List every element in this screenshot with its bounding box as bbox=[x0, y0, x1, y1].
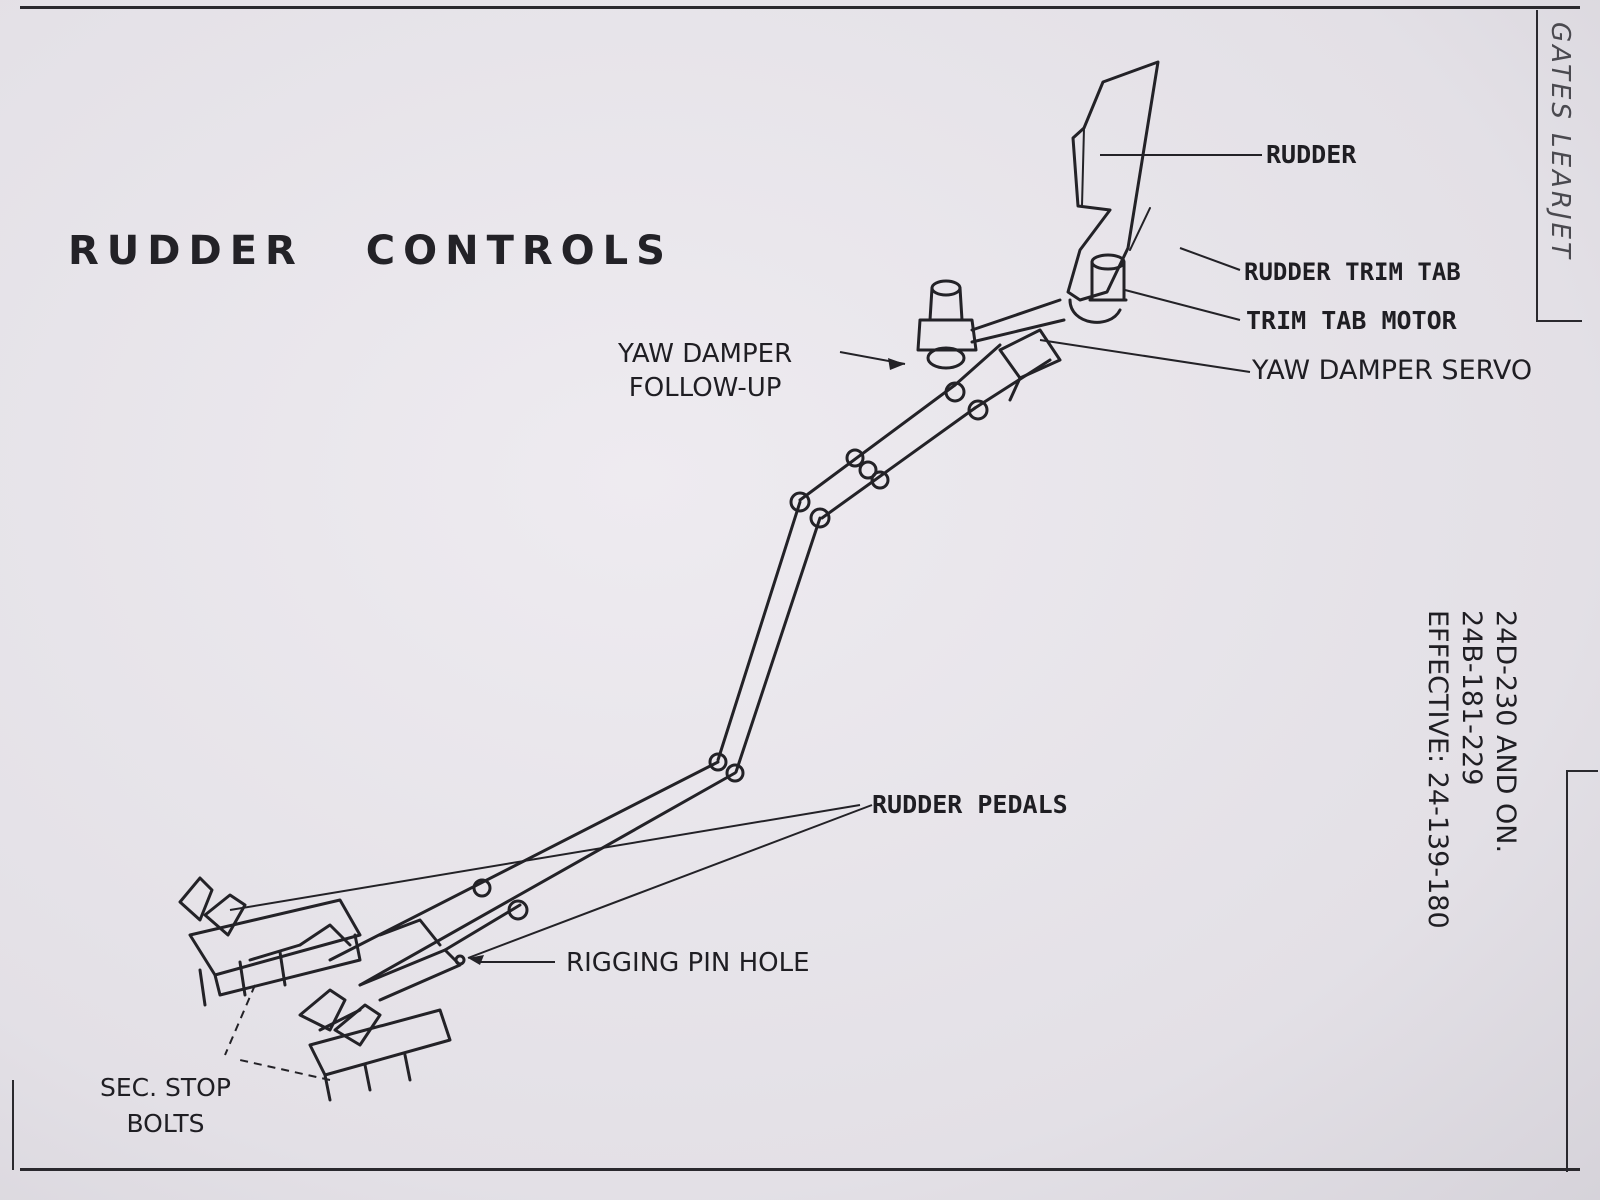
effectivity-first-range: 24-139-180 bbox=[1422, 771, 1453, 929]
label-rudder-pedals: RUDDER PEDALS bbox=[872, 790, 1068, 819]
label-yaw-damper-followup: YAW DAMPER FOLLOW-UP bbox=[618, 337, 792, 405]
label-yaw-damper-followup-line1: YAW DAMPER bbox=[618, 339, 793, 369]
leader-arrows bbox=[468, 358, 905, 965]
effectivity-line2: 24B-181-229 bbox=[1456, 610, 1487, 786]
cable-run-upper bbox=[789, 343, 1052, 529]
leader-lines bbox=[224, 154, 1262, 1081]
top-border bbox=[20, 6, 1580, 9]
rudder-surface bbox=[1066, 60, 1160, 302]
left-border bbox=[12, 1080, 14, 1170]
cable-run-vertical bbox=[708, 500, 822, 783]
label-rigging-pin-hole: RIGGING PIN HOLE bbox=[566, 948, 810, 978]
label-yaw-damper-followup-line2: FOLLOW-UP bbox=[628, 373, 782, 403]
label-trim-tab-motor: TRIM TAB MOTOR bbox=[1246, 306, 1457, 335]
effectivity-label: EFFECTIVE: bbox=[1422, 610, 1453, 764]
side-tab-frame bbox=[1536, 10, 1582, 322]
side-tab-label: GATES LEARJET bbox=[1545, 22, 1575, 261]
rudder-pedal-assembly bbox=[178, 876, 466, 1102]
label-sec-stop-bolts-line1: SEC. STOP bbox=[100, 1073, 231, 1102]
title-word-controls: CONTROLS bbox=[365, 228, 673, 274]
label-yaw-damper-servo: YAW DAMPER SERVO bbox=[1252, 355, 1533, 386]
page-title: RUDDER CONTROLS bbox=[68, 228, 673, 274]
bottom-border bbox=[20, 1168, 1580, 1171]
effectivity-block: 24D-230 AND ON. 24B-181-229 EFFECTIVE: 2… bbox=[1420, 610, 1522, 929]
effectivity-line3: 24D-230 AND ON. bbox=[1490, 610, 1521, 854]
trim-tab-motor bbox=[1068, 253, 1128, 324]
label-sec-stop-bolts: SEC. STOP BOLTS bbox=[100, 1070, 231, 1142]
label-rudder: RUDDER bbox=[1266, 140, 1357, 169]
title-word-rudder: RUDDER bbox=[68, 228, 304, 274]
side-tab-frame-lower bbox=[1566, 770, 1598, 1172]
label-sec-stop-bolts-line2: BOLTS bbox=[126, 1109, 205, 1138]
label-rudder-trim-tab: RUDDER TRIM TAB bbox=[1244, 258, 1461, 286]
effectivity-line1: EFFECTIVE: 24-139-180 bbox=[1420, 610, 1454, 929]
